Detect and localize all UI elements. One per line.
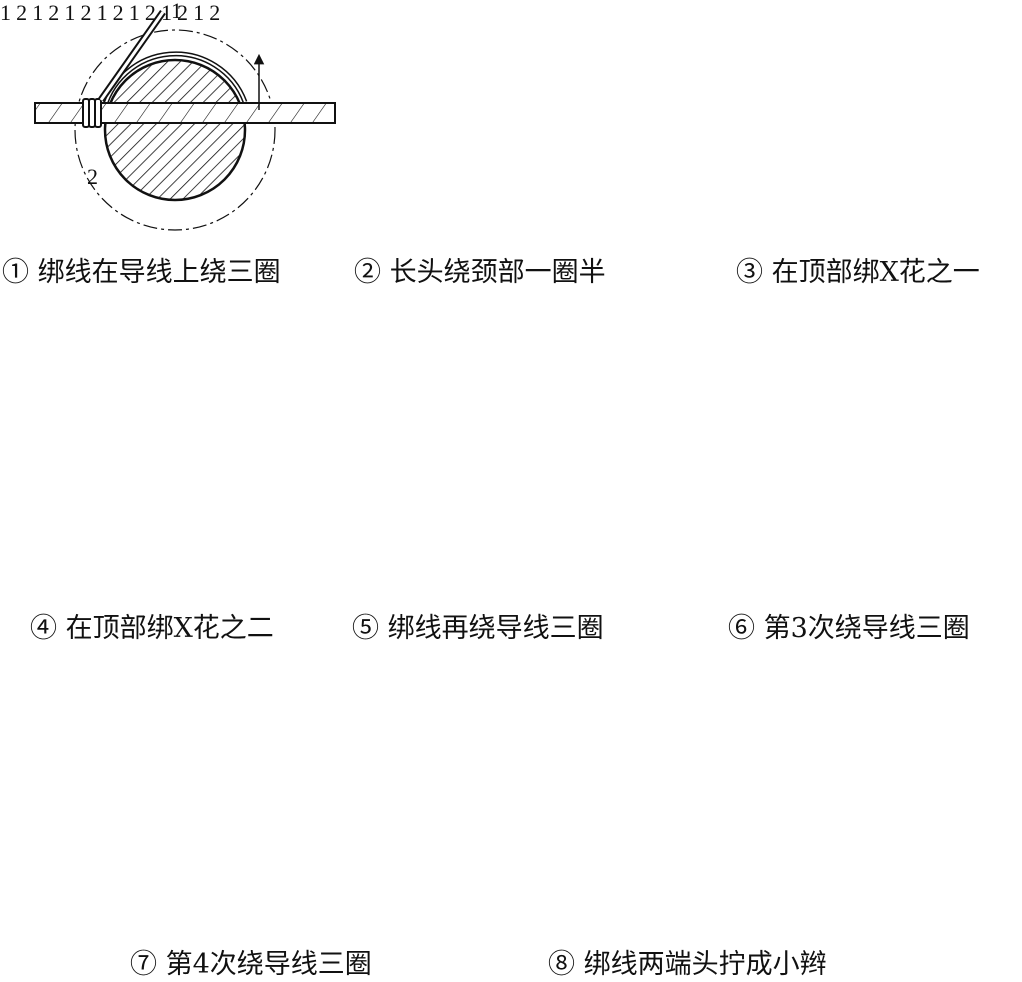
panel-3-label-2: 2 [48, 0, 60, 25]
panel-8-wire-loop-inner: 1 2 [193, 0, 220, 25]
panel-1-dashed-loop [74, 29, 276, 231]
panel-2-conductor: 1 2 [0, 0, 32, 25]
panel-2-caption: ② 长头绕颈部一圈半 [354, 257, 606, 288]
panel-5-label-2: 2 [112, 0, 124, 25]
panel-2-wire-loop: 1 2 [0, 0, 32, 25]
panel-8-illustration: 1 2 [193, 0, 220, 25]
panel-4-conductor: 1 2 [64, 0, 96, 25]
panel-8-x-knot: 1 2 [193, 0, 220, 25]
panel-7-wire-loop-outer: 1 2 [161, 0, 193, 25]
panel-4-label-2: 2 [80, 0, 92, 25]
panel-7-wire-end-2: 1 2 [161, 0, 193, 25]
panel-2-wire-end-2: 1 2 [0, 0, 32, 25]
panel-8-caption: ⑧ 绑线两端头拧成小辫 [548, 949, 827, 980]
panel-5-dashed-loop: 1 2 [97, 0, 129, 25]
panel-7-pull-arrow: 1 2 [161, 0, 193, 25]
panel-5-rotation-arrow: 1 2 [97, 0, 129, 25]
panel-5-wire-loop: 1 2 [97, 0, 129, 25]
panel-5-label-1: 1 [96, 0, 108, 25]
panel-2-wire-end-1: 1 2 [0, 0, 32, 25]
panel-7-illustration: 1 2 [161, 0, 193, 25]
panel-1-insulator-neck [103, 58, 247, 202]
panel-1-illustration: 1 2 [34, 0, 336, 231]
panel-4-insulator-neck: 1 2 [64, 0, 96, 25]
panel-6-label-1: 1 [128, 0, 140, 25]
panel-5-caption: ⑤ 绑线再绕导线三圈 [352, 613, 604, 644]
panel-6-rotation-arrow: 1 2 [129, 0, 161, 25]
panel-8-label-2: 2 [209, 0, 221, 25]
panel-3-caption: ③ 在顶部绑X花之一 [736, 257, 980, 288]
panel-2-label-2: 2 [16, 0, 28, 25]
panel-5-wire-end-1: 1 2 [97, 0, 129, 25]
panel-3-insulator-neck: 1 2 [32, 0, 64, 25]
panel-2-label-1: 1 [0, 0, 11, 25]
panel-6-wire-loop: 1 2 [129, 0, 161, 25]
panel-8-conductor: 1 2 [193, 0, 220, 25]
panel-3-pull-arrow: 1 2 [32, 0, 64, 25]
panel-1-label-1: 1 [171, 0, 182, 23]
panel-4-x-knot: 1 2 [64, 0, 96, 25]
panel-5-conductor: 1 2 [97, 0, 129, 25]
panel-5-wire-end-2: 1 2 [97, 0, 129, 25]
panel-7-insulator-neck: 1 2 [161, 0, 193, 25]
panel-8-wire-loop-outer: 1 2 [193, 0, 220, 25]
panel-1-conductor [34, 102, 336, 124]
panel-5-insulator-neck: 1 2 [97, 0, 129, 25]
panel-7-wire-end-1: 1 2 [161, 0, 193, 25]
panel-5-illustration: 1 2 [97, 0, 129, 25]
panel-2-illustration: 1 2 [0, 0, 32, 25]
panel-3-wire-loop: 1 2 [32, 0, 64, 25]
panel-6-wire-end-1: 1 2 [129, 0, 161, 25]
panel-3-label-1: 1 [32, 0, 44, 25]
panel-4-wire-end-1: 1 2 [64, 0, 96, 25]
panel-8-twisted-pigtail: 1 2 [193, 0, 220, 25]
panel-4-illustration: 1 2 [64, 0, 96, 25]
panel-6-insulator-neck: 1 2 [129, 0, 161, 25]
panel-8-insulator-neck: 1 2 [193, 0, 220, 25]
panel-2-rotation-arrow: 1 2 [0, 0, 32, 25]
panel-2-insulator-neck: 1 2 [0, 0, 32, 25]
panel-3-wire-end-1: 1 2 [32, 0, 64, 25]
panel-4-caption: ④ 在顶部绑X花之二 [30, 613, 274, 644]
panel-6-caption: ⑥ 第3次绕导线三圈 [728, 613, 970, 644]
panel-6-label-2: 2 [144, 0, 156, 25]
panel-4-dashed-loop: 1 2 [64, 0, 96, 25]
panel-6-conductor: 1 2 [129, 0, 161, 25]
panel-6-x-knot: 1 2 [129, 0, 161, 25]
panel-2-wrap-tail: 1 2 [0, 0, 32, 25]
panel-3-conductor: 1 2 [32, 0, 64, 25]
panel-6-wire-end-2: 1 2 [129, 0, 161, 25]
panel-6-dashed-loop: 1 2 [129, 0, 161, 25]
panel-7-wire-loop-inner: 1 2 [161, 0, 193, 25]
panel-3-dashed-loop: 1 2 [32, 0, 64, 25]
panel-7-label-1: 1 [160, 0, 172, 25]
panel-4-rotation-arrow: 1 2 [64, 0, 96, 25]
panel-3-illustration: 1 2 [32, 0, 64, 25]
panel-4-wire-end-2: 1 2 [64, 0, 96, 25]
panel-4-wire-loop: 1 2 [64, 0, 96, 25]
panel-3-cross-wire: 1 2 [32, 0, 64, 25]
panel-1-wire-coil [82, 98, 102, 128]
panel-4-label-1: 1 [64, 0, 76, 25]
panel-5-x-knot: 1 2 [97, 0, 129, 25]
panel-7-caption: ⑦ 第4次绕导线三圈 [130, 949, 372, 980]
panel-1-caption: ① 绑线在导线上绕三圈 [2, 257, 281, 288]
panel-7-x-knot: 1 2 [161, 0, 193, 25]
panel-6-illustration: 1 2 [129, 0, 161, 25]
panel-1-label-2: 2 [87, 164, 98, 189]
panel-7-conductor: 1 2 [161, 0, 193, 25]
panel-8-label-1: 1 [193, 0, 205, 25]
panel-7-label-2: 2 [177, 0, 189, 25]
